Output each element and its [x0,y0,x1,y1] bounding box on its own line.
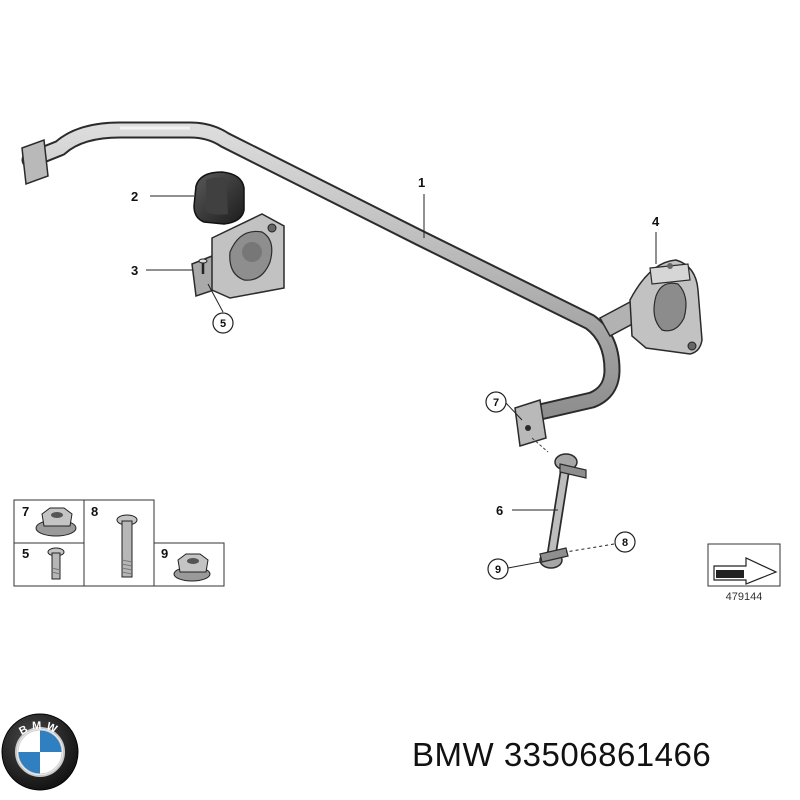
rubber-bushing [193,171,245,225]
bracket-right [598,259,703,355]
leader-lines [146,194,657,569]
callout-6: 6 [496,503,503,518]
figure-number: 479144 [726,591,763,603]
stabilizer-bar [21,121,621,447]
hex-nut-icon [173,553,211,582]
callout-1: 1 [418,175,425,190]
part-number-caption: BMW 33506861466 [412,736,792,774]
legend-cell-8: 8 [91,504,98,519]
part-number: 33506861466 [503,736,712,773]
bolt-short-icon [47,547,65,580]
callout-4: 4 [652,214,660,229]
callout-8: 8 [622,537,628,549]
fastener-legend: 7 8 5 9 [13,499,225,587]
callout-5: 5 [220,318,226,330]
bolt-long-icon [116,514,138,578]
callout-3: 3 [131,263,138,278]
bmw-logo: BMW [1,713,79,791]
legend-cell-7: 7 [22,504,29,519]
callouts: 1 2 3 4 6 5 7 8 9 [131,175,660,580]
stabilizer-link [531,437,587,569]
callout-9: 9 [495,564,501,576]
callout-7: 7 [493,397,499,409]
brand-name: BMW [412,736,495,773]
flange-nut-icon [35,507,77,537]
figure-number-box: 479144 [707,543,781,603]
legend-cell-9: 9 [161,546,168,561]
callout-2: 2 [131,189,138,204]
bracket-left [191,213,285,299]
legend-cell-5: 5 [22,546,29,561]
